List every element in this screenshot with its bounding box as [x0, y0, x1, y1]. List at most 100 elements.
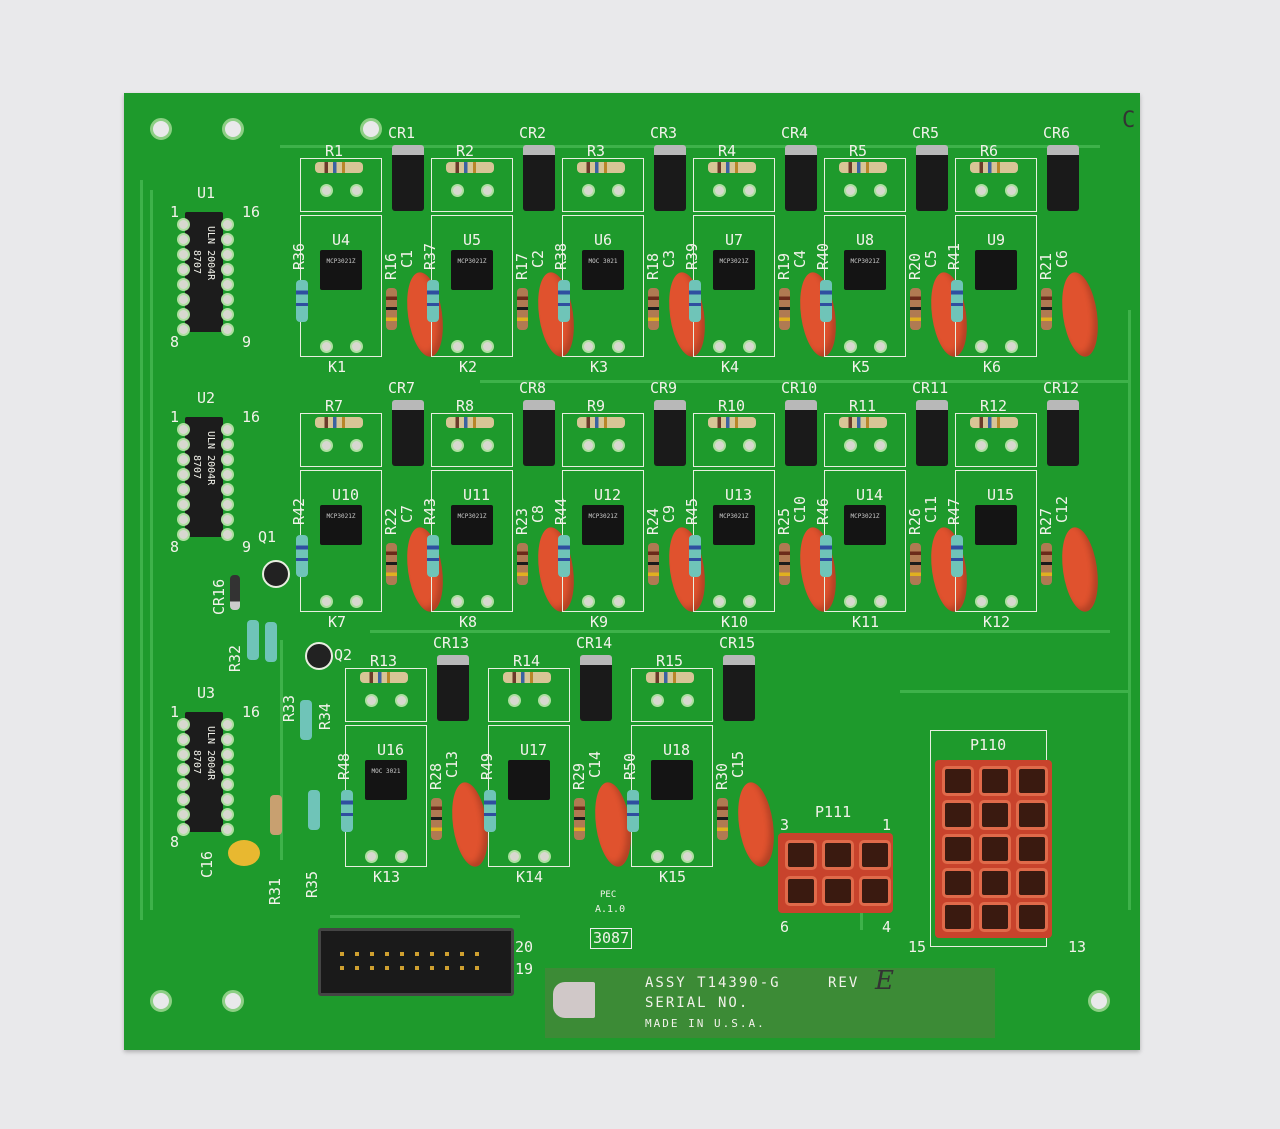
relay-label: K11 — [852, 613, 880, 631]
copper-trace — [370, 630, 1110, 633]
pad — [365, 694, 378, 707]
ic-pin — [221, 468, 234, 481]
pad — [320, 184, 333, 197]
optocoupler-chip — [508, 760, 550, 800]
resistor-footprint — [955, 158, 1037, 212]
mounting-hole — [360, 118, 382, 140]
capacitor-label: C14 — [586, 750, 604, 778]
power-diode — [916, 145, 948, 211]
ic-label: U18 — [663, 741, 691, 759]
resistor — [820, 535, 832, 577]
connector-socket — [859, 876, 891, 906]
resistor-footprint — [562, 413, 644, 467]
pin-label: 19 — [515, 960, 534, 978]
header-pin — [460, 952, 464, 956]
pad — [681, 694, 694, 707]
resistor — [839, 417, 887, 428]
diode-label: CR2 — [519, 124, 547, 142]
connector-label: P111 — [815, 803, 852, 821]
ic-pin — [221, 218, 234, 231]
resistor-footprint — [955, 413, 1037, 467]
connector-socket — [1016, 902, 1048, 932]
ic-label: U2 — [197, 389, 216, 407]
ic-pin — [221, 498, 234, 511]
diode-label: CR4 — [781, 124, 809, 142]
ic-pin — [177, 278, 190, 291]
resistor-label: R16 — [382, 252, 400, 280]
pad — [844, 595, 857, 608]
resistor-label: R44 — [552, 497, 570, 525]
copper-trace — [150, 190, 153, 910]
made-in: MADE IN U.S.A. — [645, 1017, 766, 1030]
resistor-label: R17 — [513, 252, 531, 280]
resistor — [360, 672, 408, 683]
pin-label: 9 — [242, 333, 252, 351]
resistor — [315, 417, 363, 428]
header-pin — [340, 952, 344, 956]
capacitor — [1057, 270, 1103, 359]
resistor-label: R45 — [683, 497, 701, 525]
power-diode — [437, 655, 469, 721]
pad — [844, 340, 857, 353]
ic-pin — [177, 823, 190, 836]
pin-label: 3 — [780, 816, 790, 834]
capacitor-label: C9 — [660, 504, 678, 523]
capacitor — [733, 780, 779, 869]
ic-label: U13 — [725, 486, 753, 504]
header-pin — [445, 952, 449, 956]
capacitor-label: C16 — [198, 850, 216, 878]
diode-label: CR9 — [650, 379, 678, 397]
relay-label: K12 — [983, 613, 1011, 631]
resistor-footprint — [345, 668, 427, 722]
resistor-label: R26 — [906, 507, 924, 535]
resistor — [820, 280, 832, 322]
connector-label: P110 — [970, 736, 1007, 754]
resistor-footprint — [693, 413, 775, 467]
resistor-label: R27 — [1037, 507, 1055, 535]
ic-pin — [221, 733, 234, 746]
resistor-label: R32 — [226, 644, 244, 672]
resistor — [427, 280, 439, 322]
ic-pin — [221, 233, 234, 246]
optocoupler-chip: MCP3021Z — [844, 250, 886, 290]
pad — [612, 439, 625, 452]
resistor — [689, 535, 701, 577]
resistor-footprint — [824, 158, 906, 212]
pad — [743, 184, 756, 197]
resistor — [910, 543, 921, 585]
ic-label: U10 — [332, 486, 360, 504]
resistor-footprint — [693, 158, 775, 212]
resistor-label: R18 — [644, 252, 662, 280]
resistor — [446, 162, 494, 173]
resistor-label: R49 — [478, 752, 496, 780]
resistor — [315, 162, 363, 173]
pad — [681, 850, 694, 863]
pad — [320, 595, 333, 608]
pad — [538, 694, 551, 707]
pad — [874, 439, 887, 452]
connector-socket — [942, 766, 974, 796]
resistor-label: R47 — [945, 497, 963, 525]
connector-socket — [979, 868, 1011, 898]
pad — [481, 184, 494, 197]
assembly-number: ASSY T14390-G — [645, 975, 781, 991]
ic-pin — [177, 793, 190, 806]
resistor — [296, 535, 308, 577]
pin-label: 16 — [242, 703, 261, 721]
resistor-footprint — [431, 158, 513, 212]
pad — [365, 850, 378, 863]
diode-label: CR14 — [576, 634, 613, 652]
optocoupler-chip: MCP3021Z — [713, 505, 755, 545]
pad — [612, 184, 625, 197]
ic-pin — [221, 248, 234, 261]
power-diode — [785, 145, 817, 211]
resistor-label: R42 — [290, 497, 308, 525]
ic-pin — [221, 748, 234, 761]
stamp-line1: PEC — [600, 890, 617, 900]
capacitor-c16 — [228, 840, 260, 866]
resistor — [574, 798, 585, 840]
ic-date-code: 8707 — [191, 750, 202, 775]
resistor-footprint — [824, 413, 906, 467]
ic-date-code: 8707 — [191, 455, 202, 480]
ribbon-header — [318, 928, 514, 996]
